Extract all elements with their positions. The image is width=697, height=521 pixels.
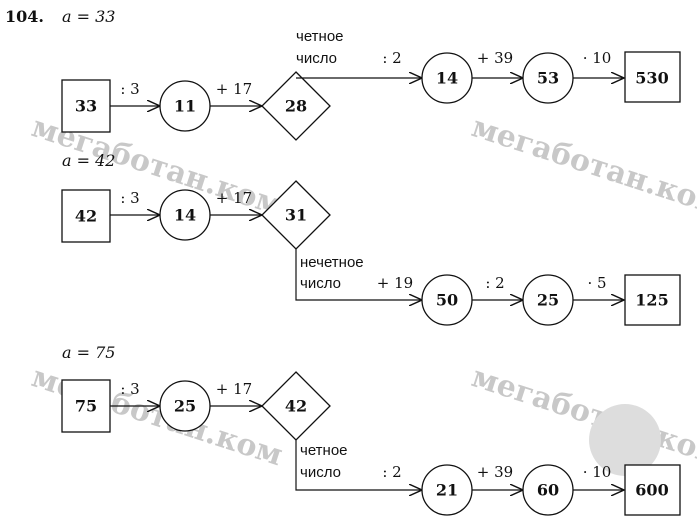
branch-line2-text: число <box>300 275 341 292</box>
op2-text: + 17 <box>216 80 252 98</box>
result-box <box>624 274 681 326</box>
op4-text: : 2 <box>485 274 504 292</box>
result-box <box>624 51 681 103</box>
flow-1: a = 33 33 : 3 11 + 17 28 четное число : … <box>61 7 681 141</box>
op3-text: + 19 <box>377 274 413 292</box>
v3-text: 21 <box>436 481 458 500</box>
v4-text: 25 <box>537 291 559 310</box>
result-text: 600 <box>635 481 668 500</box>
op4-text: + 39 <box>477 463 513 481</box>
op4-text: + 39 <box>477 49 513 67</box>
start-box <box>61 379 111 433</box>
v1-text: 11 <box>174 97 196 116</box>
op2-text: + 17 <box>216 189 252 207</box>
flow-heading: a = 75 <box>62 343 115 362</box>
arrow <box>295 440 422 490</box>
result-text: 530 <box>635 69 668 88</box>
v1-text: 25 <box>174 397 196 416</box>
start-box <box>61 189 111 243</box>
branch-line2-text: число <box>296 50 337 67</box>
problem-number: 104. <box>5 7 44 26</box>
branch-line1-text: четное <box>300 442 348 459</box>
flow-3: a = 75 75 : 3 25 + 17 42 четное число : … <box>61 343 681 516</box>
start-text: 75 <box>75 397 97 416</box>
op5-text: · 5 <box>587 274 606 292</box>
op1-text: : 3 <box>120 80 139 98</box>
branch-line2-text: число <box>300 464 341 481</box>
result-box <box>624 464 681 516</box>
flow-2: a = 42 42 : 3 14 + 17 31 нечетное число … <box>61 151 681 326</box>
watermark: мегаботан.ком мегаботан.ком мегаботан.ко… <box>28 109 697 476</box>
op3-text: : 2 <box>382 49 401 67</box>
v3-text: 50 <box>436 291 458 310</box>
mascot-logo-icon <box>589 404 661 476</box>
v3-text: 14 <box>436 69 458 88</box>
op1-text: : 3 <box>120 380 139 398</box>
watermark-text: мегаботан.ком <box>468 359 697 473</box>
result-text: 125 <box>635 291 668 310</box>
flow-heading: a = 42 <box>62 151 115 170</box>
v1-text: 14 <box>174 206 196 225</box>
op1-text: : 3 <box>120 189 139 207</box>
v4-text: 53 <box>537 69 559 88</box>
branch-line1-text: четное <box>296 28 344 45</box>
v2-text: 28 <box>285 97 307 116</box>
op2-text: + 17 <box>216 380 252 398</box>
watermark-text: мегаботан.ком <box>468 109 697 223</box>
v2-text: 42 <box>285 397 307 416</box>
start-text: 33 <box>75 97 97 116</box>
op5-text: · 10 <box>583 463 612 481</box>
op3-text: : 2 <box>382 463 401 481</box>
branch-line1-text: нечетное <box>300 254 364 271</box>
flow-heading: a = 33 <box>62 7 115 26</box>
v4-text: 60 <box>537 481 559 500</box>
decision-diamond <box>261 71 331 141</box>
arrow <box>295 249 422 300</box>
start-text: 42 <box>75 207 97 226</box>
op5-text: · 10 <box>583 49 612 67</box>
v2-text: 31 <box>285 206 307 225</box>
